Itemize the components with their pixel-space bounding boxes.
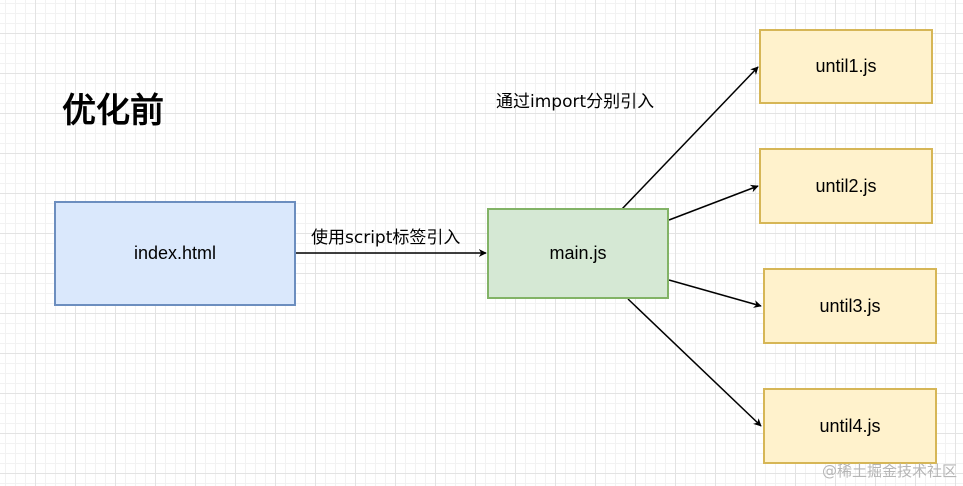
edge-main-to-until4 [627,298,762,427]
node-until3-js[interactable]: until3.js [763,268,937,344]
node-index-html[interactable]: index.html [54,201,296,306]
edge-main-to-until3 [668,279,762,308]
node-until4-js[interactable]: until4.js [763,388,937,464]
node-main-js[interactable]: main.js [487,208,669,299]
node-until4-js-label: until4.js [819,415,881,436]
watermark: @稀土掘金技术社区 [821,462,957,480]
edge-main-to-until1 [621,66,759,210]
edge-main-to-until2 [668,184,759,221]
node-index-html-label: index.html [133,243,217,263]
node-main-js-label: main.js [549,243,607,263]
edge-label-import: 通过import分别引入 [496,92,655,112]
node-until2-js[interactable]: until2.js [759,148,933,224]
node-until3-js-label: until3.js [819,295,881,316]
diagram-title: 优化前 [62,91,164,131]
node-until1-js[interactable]: until1.js [759,29,933,104]
node-until1-js-label: until1.js [815,56,877,76]
edge-label-script: 使用script标签引入 [311,228,461,248]
node-until2-js-label: until2.js [815,175,877,196]
